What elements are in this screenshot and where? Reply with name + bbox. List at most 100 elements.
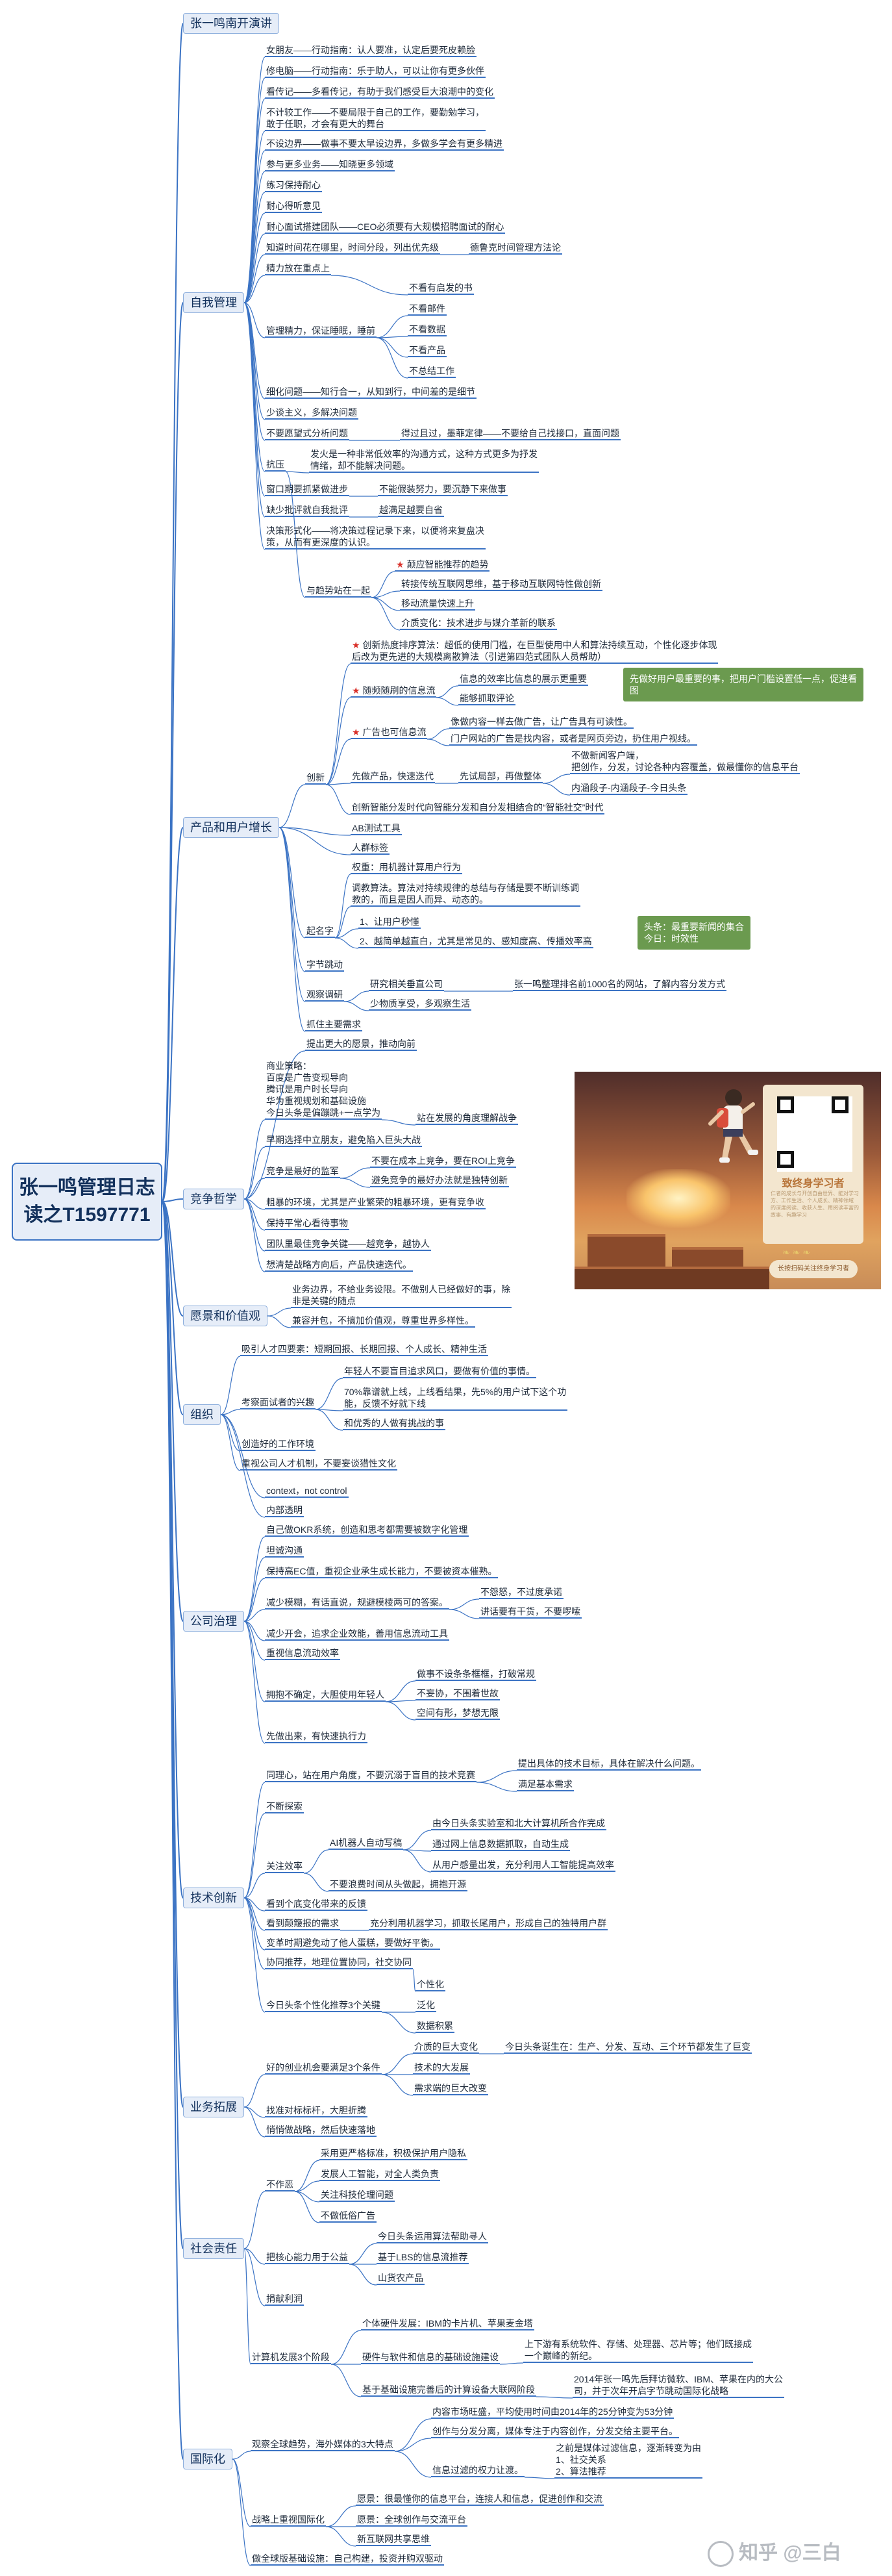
leaf-node[interactable]: 不断探索 <box>265 1800 304 1813</box>
leaf-node[interactable]: 研究相关垂直公司 <box>369 978 444 991</box>
leaf-node[interactable]: 重视信息流动效率 <box>265 1647 340 1660</box>
leaf-node[interactable]: 信息过滤的权力让渡。 <box>431 2464 525 2477</box>
leaf-node[interactable]: 重视公司人才机制，不要妄谈猎性文化 <box>240 1458 397 1471</box>
leaf-node[interactable]: 数据积累 <box>415 2020 454 2033</box>
leaf-node[interactable]: 同理心，站在用户角度，不要沉溺于盲目的技术竞赛 <box>265 1769 477 1782</box>
leaf-node[interactable]: 捐献利润 <box>265 2293 304 2306</box>
leaf-node[interactable]: 看到颠簸报的需求 <box>265 1917 340 1930</box>
leaf-node[interactable]: 不做低俗广告 <box>319 2210 377 2223</box>
leaf-node[interactable]: 知道时间花在哪里，时间分段，列出优先级 <box>265 242 440 255</box>
leaf-node[interactable]: 空间有形，梦想无限 <box>415 1707 500 1720</box>
leaf-node[interactable]: 不看产品 <box>408 344 447 357</box>
leaf-node[interactable]: 不妄协，不围着世故 <box>415 1687 500 1700</box>
leaf-node[interactable]: 保持高EC值，重视企业承生成长能力，不要被资本催熟。 <box>265 1565 499 1578</box>
leaf-node[interactable]: 好的创业机会要满足3个条件 <box>265 2062 382 2075</box>
leaf-node[interactable]: 创作与分发分离，媒体专注于内容创作，分发交给主要平台。 <box>431 2425 679 2438</box>
leaf-node[interactable]: 需求端的巨大改变 <box>413 2082 488 2095</box>
leaf-node[interactable]: 拥抱不确定，大胆使用年轻人 <box>265 1689 386 1702</box>
leaf-node[interactable]: 基于LBS的信息流推荐 <box>377 2251 469 2264</box>
leaf-node[interactable]: 采用更严格标准，积极保护用户隐私 <box>319 2147 467 2160</box>
branch-self-management[interactable]: 自我管理 <box>183 292 244 313</box>
leaf-node[interactable]: 越满足越要自省 <box>378 504 444 517</box>
leaf-node[interactable]: ★ 随频随刷的信息流 <box>351 685 437 698</box>
leaf-node[interactable]: 变革时期避免动了他人蛋糕，要做好平衡。 <box>265 1937 440 1950</box>
leaf-node[interactable]: 不计较工作——不要局限于自己的工作，要勤勉学习， 敢于任职，才会有更大的舞台 <box>265 107 486 131</box>
leaf-node[interactable]: ★ 广告也可信息流 <box>351 726 428 739</box>
leaf-node[interactable]: 人群标签 <box>351 842 390 855</box>
leaf-node[interactable]: 调教算法。算法对持续规律的总结与存储是要不断训练调 教的，而且是因人而异、动态的… <box>351 882 580 907</box>
leaf-node[interactable]: 抗压 <box>265 459 286 472</box>
leaf-node[interactable]: 不要在成本上竞争，要在ROI上竞争 <box>370 1155 516 1168</box>
root-node[interactable]: 张一鸣管理日志 读之T1597771 <box>12 1163 162 1241</box>
leaf-node[interactable]: 先试局部，再做整体 <box>458 770 543 783</box>
leaf-node[interactable]: 和优秀的人做有挑战的事 <box>343 1417 445 1430</box>
leaf-node[interactable]: 看到个底变化带来的反馈 <box>265 1898 367 1911</box>
leaf-node[interactable]: 把核心能力用于公益 <box>265 2251 349 2264</box>
leaf-node[interactable]: 参与更多业务——知晓更多领域 <box>265 158 395 171</box>
leaf-node[interactable]: 由今日头条实验室和北大计算机所合作完成 <box>431 1817 606 1830</box>
leaf-node[interactable]: 观察调研 <box>305 989 344 1002</box>
leaf-node[interactable]: 不要浪费时间从头做起，拥抱开源 <box>328 1878 467 1891</box>
leaf-node[interactable]: 吸引人才四要素：短期回报、长期回报、个人成长、精神生活 <box>240 1343 488 1356</box>
branch-nankai-speech[interactable]: 张一鸣南开演讲 <box>183 13 279 34</box>
leaf-node[interactable]: 权重：用机器计算用户行为 <box>351 861 462 874</box>
leaf-node[interactable]: 2、越简单越直白，尤其是常见的、感知度高、传播效率高 <box>358 935 593 948</box>
leaf-node[interactable]: 站在发展的角度理解战争 <box>415 1112 518 1125</box>
leaf-node[interactable]: 1、让用户秒懂 <box>358 916 421 929</box>
leaf-node[interactable]: 个性化 <box>415 1978 445 1991</box>
leaf-node[interactable]: 字节跳动 <box>305 959 344 972</box>
leaf-node[interactable]: 商业策略： 百度是广告变现导向 腾讯是用户时长导向 华为重视规划和基础设施 今日… <box>265 1060 382 1120</box>
leaf-node[interactable]: 不看有启发的书 <box>408 282 474 295</box>
leaf-node[interactable]: 之前是媒体过滤信息，逐渐转变为由 1、社交关系 2、算法推荐 <box>554 2442 702 2479</box>
leaf-node[interactable]: 悄悄做战略，然后快速落地 <box>265 2124 377 2137</box>
leaf-node[interactable]: 精力放在重点上 <box>265 262 331 275</box>
leaf-node[interactable]: 发火是一种非常低效率的沟通方式，这种方式更多为抒发 情绪，却不能解决问题。 <box>309 448 539 473</box>
leaf-node[interactable]: 做事不设条条框框，打破常规 <box>415 1668 536 1681</box>
leaf-node[interactable]: 上下游有系统软件、存储、处理器、芯片等；他们既接成 一个巅峰的新纪。 <box>523 2338 753 2363</box>
leaf-node[interactable]: 自己做OKR系统，创造和思考都需要被数字化管理 <box>265 1524 469 1537</box>
leaf-node[interactable]: 不要愿望式分析问题 <box>265 427 349 440</box>
leaf-node[interactable]: 找准对标标杆，大胆折腾 <box>265 2104 367 2117</box>
leaf-node[interactable]: 兼容并包，不搞加价值观，尊重世界多样性。 <box>291 1315 475 1328</box>
leaf-node[interactable]: 年轻人不要盲目追求风口，要做有价值的事情。 <box>343 1365 536 1378</box>
leaf-node[interactable]: 张一鸣整理排名前1000名的网站，了解内容分发方式 <box>513 978 727 991</box>
leaf-node[interactable]: 创新智能分发时代向智能分发和自分发相结合的“智能社交”时代 <box>351 802 605 814</box>
leaf-node[interactable]: 关注科技伦理问题 <box>319 2189 395 2202</box>
leaf-node[interactable]: 战略上重视国际化 <box>251 2514 326 2527</box>
leaf-node[interactable]: 能够抓取评论 <box>458 692 515 705</box>
leaf-node[interactable]: 从用户感量出发，充分利用人工智能提高效率 <box>431 1859 615 1872</box>
leaf-node[interactable]: 内容市场旺盛，平均使用时间由2014年的25分钟变为53分钟 <box>431 2406 675 2419</box>
leaf-node[interactable]: 修电脑——行动指南：乐于助人，可以让你有更多伙伴 <box>265 65 486 78</box>
leaf-node[interactable]: 个体硬件发展：IBM的卡片机、苹果麦金塔 <box>361 2317 534 2330</box>
leaf-node[interactable]: 2014年张一鸣先后拜访微软、IBM、苹果在内的大公 司，并于次年开启字节跳动国… <box>573 2373 785 2398</box>
leaf-node[interactable]: 关注效率 <box>265 1860 304 1873</box>
leaf-node[interactable]: 耐心面试搭建团队——CEO必须要有大规模招聘面试的耐心 <box>265 221 506 234</box>
leaf-node[interactable]: 保持平常心看待事物 <box>265 1217 349 1230</box>
leaf-node[interactable]: 介质的巨大变化 <box>413 2041 479 2054</box>
leaf-node[interactable]: 竞争是最好的监军 <box>265 1165 340 1178</box>
leaf-node[interactable]: 先做出来，有快速执行力 <box>265 1730 367 1743</box>
leaf-node[interactable]: 今日头条诞生在：生产、分发、互动、三个环节都发生了巨变 <box>504 2041 752 2054</box>
branch-vision-values[interactable]: 愿景和价值观 <box>183 1306 267 1326</box>
leaf-node[interactable]: 泛化 <box>415 1999 436 2012</box>
leaf-node[interactable]: 内部透明 <box>265 1504 304 1517</box>
leaf-node[interactable]: 避免竞争的最好办法就是独特创新 <box>370 1174 509 1187</box>
leaf-node[interactable]: 女朋友——行动指南：认人要准，认定后要死皮赖脸 <box>265 44 477 57</box>
leaf-node[interactable]: 今日头条运用算法帮助寻人 <box>377 2230 488 2243</box>
leaf-node[interactable]: 不能假装努力，要沉静下来做事 <box>378 483 508 496</box>
leaf-node[interactable]: 内涵段子-内涵段子-今日头条 <box>570 782 688 795</box>
branch-product-user-growth[interactable]: 产品和用户增长 <box>183 817 279 838</box>
leaf-node[interactable]: ★ 创新热度排序算法：超低的使用门槛，在巨型使用中人和算法持续互动，个性化逐步体… <box>351 639 719 664</box>
leaf-node[interactable]: 业务边界，不给业务设限。不做别人已经做好的事，除 非是关键的随点 <box>291 1283 512 1308</box>
leaf-node[interactable]: 团队里最佳竞争关键——越竞争，越协人 <box>265 1238 431 1251</box>
leaf-node[interactable]: 70%靠谱就上线，上线看结果，先5%的用户试下这个功 能，反馈不好就下线 <box>343 1386 568 1411</box>
branch-internationalization[interactable]: 国际化 <box>183 2449 232 2469</box>
leaf-node[interactable]: 起名字 <box>305 925 335 938</box>
leaf-node[interactable]: 先做产品，快速迭代 <box>351 770 435 783</box>
leaf-node[interactable]: 决策形式化——将决策过程记录下来，以便将来复盘决 策，从而有更深度的认识。 <box>265 525 486 549</box>
leaf-node[interactable]: 介质变化：技术进步与媒介革新的联系 <box>400 617 557 630</box>
leaf-node[interactable]: 技术的大发展 <box>413 2062 470 2075</box>
leaf-node[interactable]: 像做内容一样去做广告，让广告具有可读性。 <box>449 716 634 729</box>
leaf-node[interactable]: 窗口期要抓紧做进步 <box>265 483 349 496</box>
leaf-node[interactable]: 不总结工作 <box>408 365 456 378</box>
